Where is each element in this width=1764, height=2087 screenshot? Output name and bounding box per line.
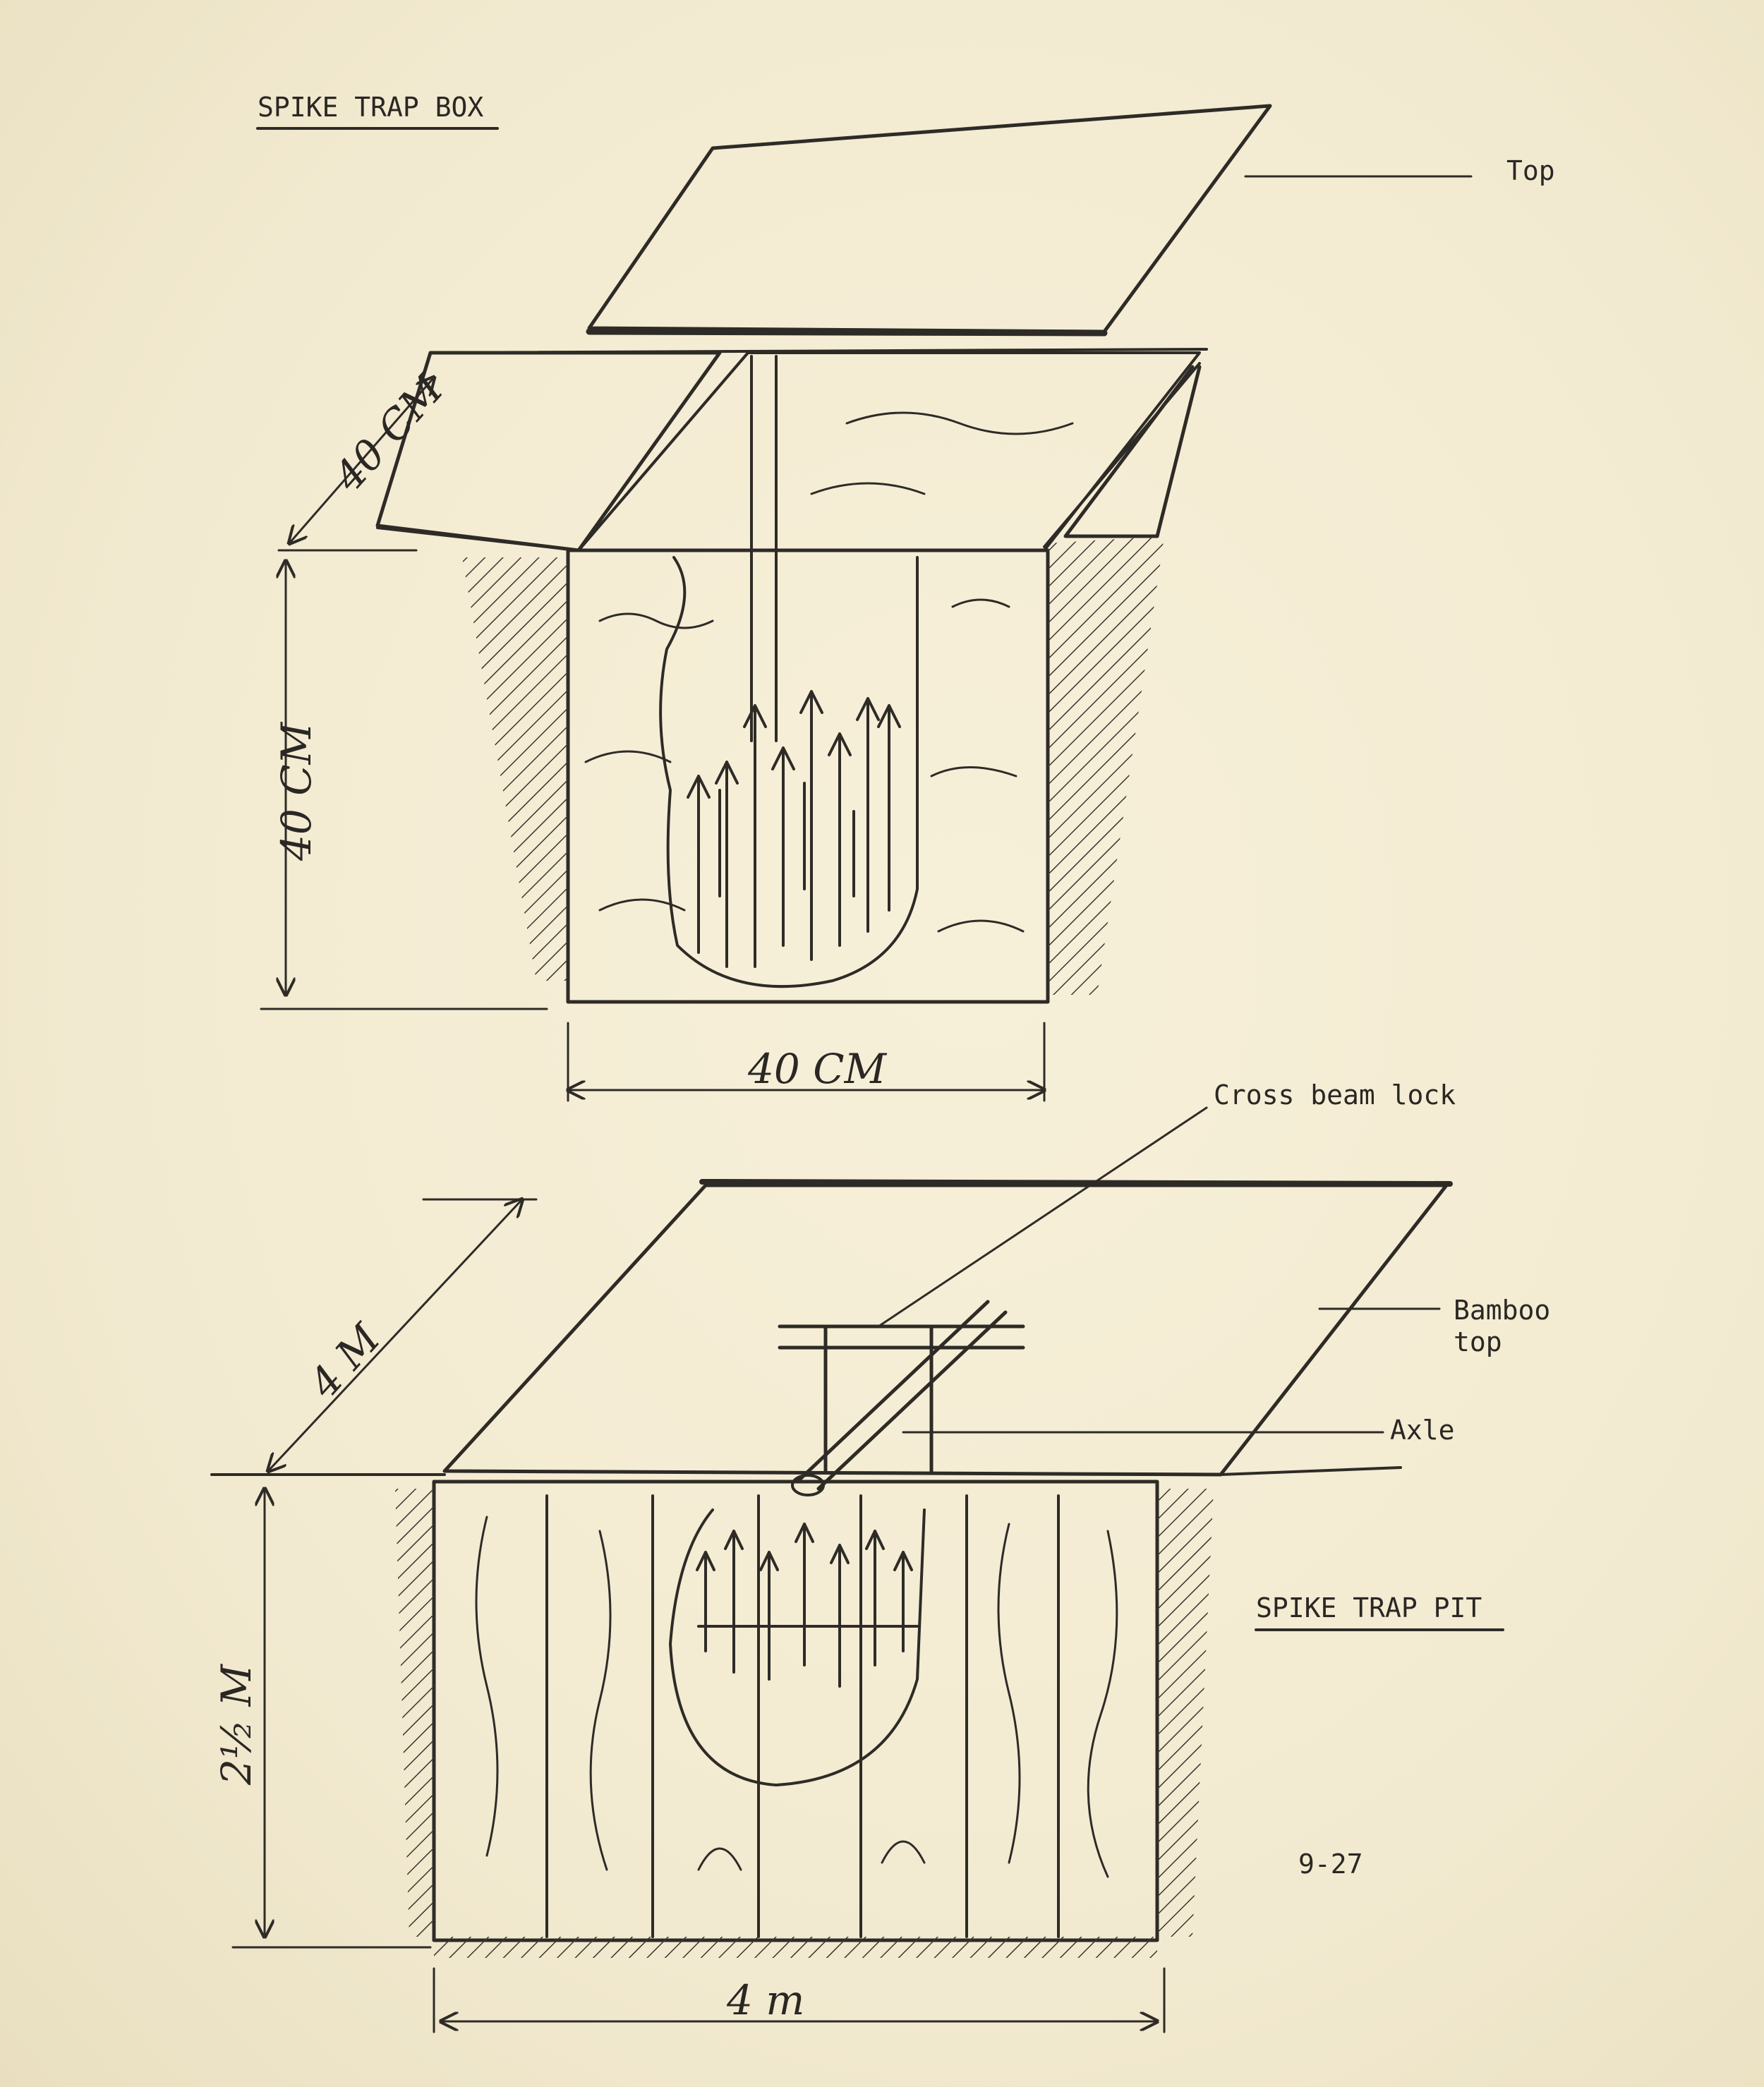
box-dim-side-line: [289, 377, 434, 543]
pit-earth-left: [395, 1489, 434, 1937]
pit-title: SPIKE TRAP PIT: [1256, 1592, 1482, 1623]
pit-cross-beam-leader: [877, 1106, 1208, 1328]
pit-label-axle: Axle: [1390, 1415, 1455, 1446]
box-title: SPIKE TRAP BOX: [256, 92, 499, 130]
pit-earth-bottom: [434, 1937, 1157, 1958]
box-earth-right: [1048, 536, 1164, 995]
box-title-text: SPIKE TRAP BOX: [258, 92, 483, 123]
box-lid-edge: [586, 328, 1108, 337]
box-back-wall: [577, 351, 1201, 552]
box-earth-left: [462, 557, 568, 981]
box-spikes: [687, 690, 901, 968]
pit-cross-beam: [778, 1324, 1025, 1473]
box-wood-grain: [584, 411, 1074, 933]
pit-wood-grain: [475, 1516, 1118, 1878]
box-dim-depth-label: 40 CM: [272, 721, 320, 861]
pit-dim-side-label: 4 M: [299, 1314, 390, 1408]
box-front-wall: [566, 548, 1050, 1004]
spike-trap-pit-drawing: [210, 1106, 1504, 2033]
pit-dim-width-label: 4 m: [726, 1976, 804, 2024]
box-dim-width-label: 40 CM: [747, 1045, 888, 1093]
pit-axle: [795, 1300, 1008, 1491]
pit-dim-depth-label: 2½ M: [212, 1663, 260, 1786]
page-number: 9-27: [1298, 1849, 1363, 1880]
pit-earth-right: [1157, 1489, 1214, 1937]
pit-front-wall: [432, 1480, 1159, 1942]
spike-trap-box-drawing: [260, 104, 1473, 1102]
pit-cutaway: [669, 1508, 926, 1786]
box-cutaway: [659, 556, 919, 988]
box-dim-side-label: 40 CM: [324, 365, 453, 501]
pit-label-cross-beam: Cross beam lock: [1214, 1079, 1456, 1111]
pit-dim-side-line: [268, 1199, 522, 1471]
box-label-top: Top: [1506, 155, 1555, 186]
pit-label-bamboo-line2: top: [1454, 1326, 1502, 1357]
box-lid: [587, 104, 1272, 334]
pit-label-bamboo-line1: Bamboo: [1454, 1295, 1550, 1326]
pit-spikes: [696, 1523, 919, 1688]
box-ground-surface: [375, 351, 1202, 552]
pit-planks: [545, 1494, 1060, 1938]
